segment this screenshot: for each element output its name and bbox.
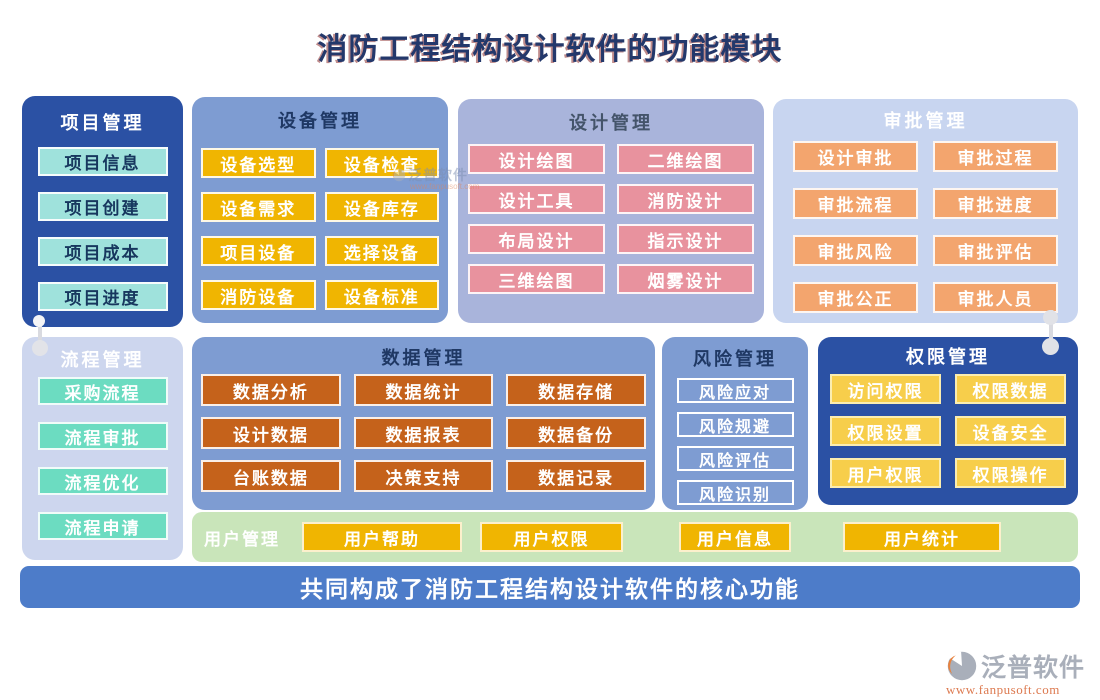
module-button: 流程审批 <box>37 422 168 450</box>
brand-url: www.fanpusoft.com <box>946 682 1060 697</box>
module-button: 项目设备 <box>201 236 316 266</box>
module-button: 数据备份 <box>506 417 646 449</box>
module-button: 审批公正 <box>793 282 918 313</box>
module-button: 流程优化 <box>37 467 168 495</box>
connector-dot-icon <box>1043 310 1058 325</box>
panel-user-management: 用户管理 用户帮助 用户权限 用户信息 用户统计 <box>192 512 1078 562</box>
panel-project-management: 项目管理 项目信息 项目创建 项目成本 项目进度 <box>22 96 183 327</box>
module-button: 数据存储 <box>506 374 646 406</box>
watermark-brand-name: 泛普软件 <box>408 167 468 183</box>
panel-title: 审批管理 <box>883 111 968 131</box>
connector-dot-icon <box>32 340 48 356</box>
module-button: 审批过程 <box>933 141 1058 172</box>
connector-dot-icon <box>33 315 45 327</box>
module-button: 风险评估 <box>676 446 794 471</box>
module-button: 设计数据 <box>201 417 341 449</box>
connector-dot-icon <box>1042 338 1059 355</box>
module-list: 数据分析 数据统计 数据存储 设计数据 数据报表 数据备份 台账数据 决策支持 … <box>201 374 646 492</box>
brand-footer: 泛普软件 www.fanpusoft.com <box>946 648 1096 698</box>
module-button: 项目进度 <box>37 282 168 311</box>
module-button: 用户帮助 <box>302 522 462 552</box>
panel-permission-management: 权限管理 访问权限 权限数据 权限设置 设备安全 用户权限 权限操作 <box>818 337 1078 505</box>
panel-title: 项目管理 <box>60 113 145 133</box>
module-button: 指示设计 <box>617 224 754 254</box>
module-button: 布局设计 <box>468 224 605 254</box>
module-button: 台账数据 <box>201 460 341 492</box>
panel-design-management: 设计管理 设计绘图 二维绘图 设计工具 消防设计 布局设计 指示设计 三维绘图 … <box>458 99 764 323</box>
module-button: 设备标准 <box>324 280 439 310</box>
panel-approval-management: 审批管理 设计审批 审批过程 审批流程 审批进度 审批风险 审批评估 审批公正 … <box>773 99 1078 323</box>
panel-title: 设计管理 <box>569 113 653 133</box>
module-button: 审批进度 <box>933 188 1058 219</box>
watermark-brand-url: www.fanpusoft.com <box>410 182 480 191</box>
brand-name: 泛普软件 <box>981 655 1086 682</box>
panel-title: 风险管理 <box>693 349 777 369</box>
module-button: 采购流程 <box>37 377 168 405</box>
module-list: 设计审批 审批过程 审批流程 审批进度 审批风险 审批评估 审批公正 审批人员 <box>793 141 1058 313</box>
fanpu-logo-icon <box>947 651 977 681</box>
module-button: 用户信息 <box>679 522 791 552</box>
panel-data-management: 数据管理 数据分析 数据统计 数据存储 设计数据 数据报表 数据备份 台账数据 … <box>192 337 655 510</box>
module-button: 风险应对 <box>676 378 794 403</box>
module-list: 项目信息 项目创建 项目成本 项目进度 <box>22 147 183 311</box>
module-button: 审批人员 <box>933 282 1058 313</box>
page-title: 消防工程结构设计软件的功能模块 <box>317 33 783 66</box>
module-button: 设备库存 <box>324 192 439 222</box>
module-button: 数据记录 <box>506 460 646 492</box>
module-button: 烟雾设计 <box>617 264 754 294</box>
module-button: 风险规避 <box>676 412 794 437</box>
module-button: 设备选型 <box>201 148 316 178</box>
module-button: 数据报表 <box>353 417 494 449</box>
watermark: 泛普软件 www.fanpusoft.com <box>392 168 479 191</box>
module-list: 访问权限 权限数据 权限设置 设备安全 用户权限 权限操作 <box>830 374 1066 488</box>
module-button: 消防设计 <box>617 184 754 214</box>
module-button: 设计绘图 <box>468 144 605 174</box>
panel-risk-management: 风险管理 风险应对 风险规避 风险评估 风险识别 <box>662 337 808 510</box>
module-button: 流程申请 <box>37 512 168 540</box>
module-button: 设备安全 <box>955 416 1066 446</box>
fanpu-logo-icon <box>392 168 406 182</box>
module-button: 用户统计 <box>843 522 1001 552</box>
module-list: 风险应对 风险规避 风险评估 风险识别 <box>662 378 808 505</box>
module-list: 设备选型 设备检查 设备需求 设备库存 项目设备 选择设备 消防设备 设备标准 <box>201 148 439 310</box>
module-button: 权限数据 <box>955 374 1066 404</box>
module-button: 二维绘图 <box>617 144 754 174</box>
module-button: 访问权限 <box>830 374 941 404</box>
panel-process-management: 流程管理 采购流程 流程审批 流程优化 流程申请 <box>22 337 183 560</box>
summary-banner: 共同构成了消防工程结构设计软件的核心功能 <box>20 566 1080 608</box>
panel-title: 数据管理 <box>381 348 466 368</box>
module-button: 设计工具 <box>468 184 605 214</box>
module-button: 审批流程 <box>793 188 918 219</box>
module-button: 权限操作 <box>955 458 1066 488</box>
module-button: 三维绘图 <box>468 264 605 294</box>
panel-title: 用户管理 <box>204 529 280 549</box>
module-button: 项目成本 <box>37 237 168 266</box>
module-button: 数据分析 <box>201 374 341 406</box>
module-list: 采购流程 流程审批 流程优化 流程申请 <box>22 377 183 540</box>
module-button: 用户权限 <box>480 522 623 552</box>
module-button: 决策支持 <box>353 460 494 492</box>
module-button: 项目信息 <box>37 147 168 176</box>
panel-title: 设备管理 <box>278 111 362 131</box>
panel-title: 权限管理 <box>906 347 990 367</box>
module-button: 消防设备 <box>201 280 316 310</box>
module-button: 设备需求 <box>201 192 316 222</box>
module-button: 用户权限 <box>830 458 941 488</box>
panel-title: 流程管理 <box>60 350 145 370</box>
module-button: 审批风险 <box>793 235 918 266</box>
module-button: 风险识别 <box>676 480 794 505</box>
module-button: 选择设备 <box>324 236 439 266</box>
module-button: 项目创建 <box>37 192 168 221</box>
module-button: 权限设置 <box>830 416 941 446</box>
module-list: 设计绘图 二维绘图 设计工具 消防设计 布局设计 指示设计 三维绘图 烟雾设计 <box>468 144 754 294</box>
module-button: 审批评估 <box>933 235 1058 266</box>
module-button: 设计审批 <box>793 141 918 172</box>
module-button: 数据统计 <box>353 374 494 406</box>
connector-line-left <box>38 318 42 346</box>
panel-equipment-management: 设备管理 设备选型 设备检查 设备需求 设备库存 项目设备 选择设备 消防设备 … <box>192 97 448 323</box>
connector-line-right <box>1049 310 1053 350</box>
